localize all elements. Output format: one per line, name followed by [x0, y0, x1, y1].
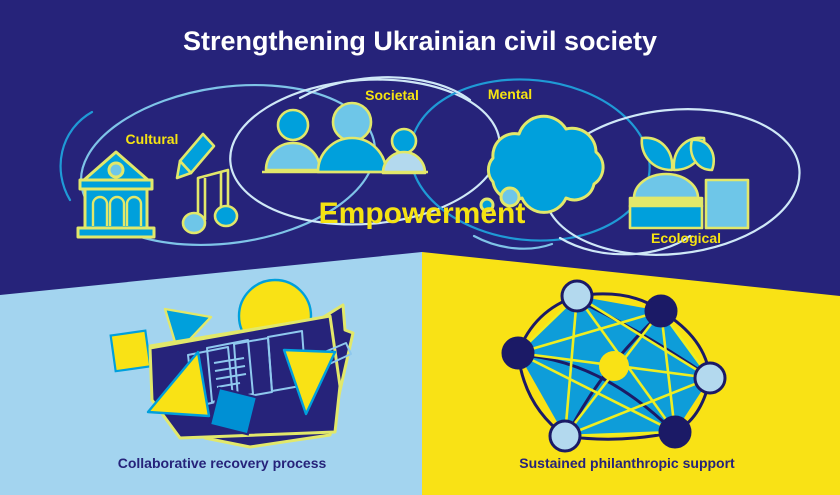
network-node-5[interactable] [548, 419, 582, 453]
pillar-label-ecological: Ecological [651, 230, 721, 246]
music-note-icon [181, 168, 239, 235]
network-center-hub [599, 351, 629, 381]
swoosh-arc-left [59, 110, 94, 202]
network-nodes [501, 279, 727, 453]
network-node-2[interactable] [644, 294, 678, 328]
shape-triangle-yellow-left [146, 350, 211, 418]
pillar-label-societal: Societal [365, 87, 419, 103]
network-node-6[interactable] [501, 336, 535, 370]
shape-square-yellow-left [109, 329, 152, 373]
people-group-icon [262, 101, 428, 175]
swoosh-arc-right [558, 234, 692, 256]
shape-triangle-yellow-right [282, 348, 337, 416]
network-node-4[interactable] [658, 415, 692, 449]
museum-icon [76, 150, 156, 239]
pillar-label-mental: Mental [488, 86, 532, 102]
swoosh-arc-top [298, 76, 472, 102]
network-node-3[interactable] [693, 361, 727, 395]
network-node-1[interactable] [560, 279, 594, 313]
page-title: Strengthening Ukrainian civil society [183, 26, 657, 56]
swoosh-arc-center [472, 234, 554, 250]
shape-square-blue-bottom [208, 386, 259, 436]
thought-cloud-icon [479, 114, 605, 214]
right-panel-caption: Sustained philanthropic support [519, 455, 735, 471]
pillar-label-cultural: Cultural [126, 131, 179, 147]
left-panel-caption: Collaborative recovery process [118, 455, 327, 471]
empowerment-keyword: Empowerment [319, 197, 526, 230]
sprout-planter-icon [628, 136, 750, 230]
pencil-icon [175, 132, 216, 180]
